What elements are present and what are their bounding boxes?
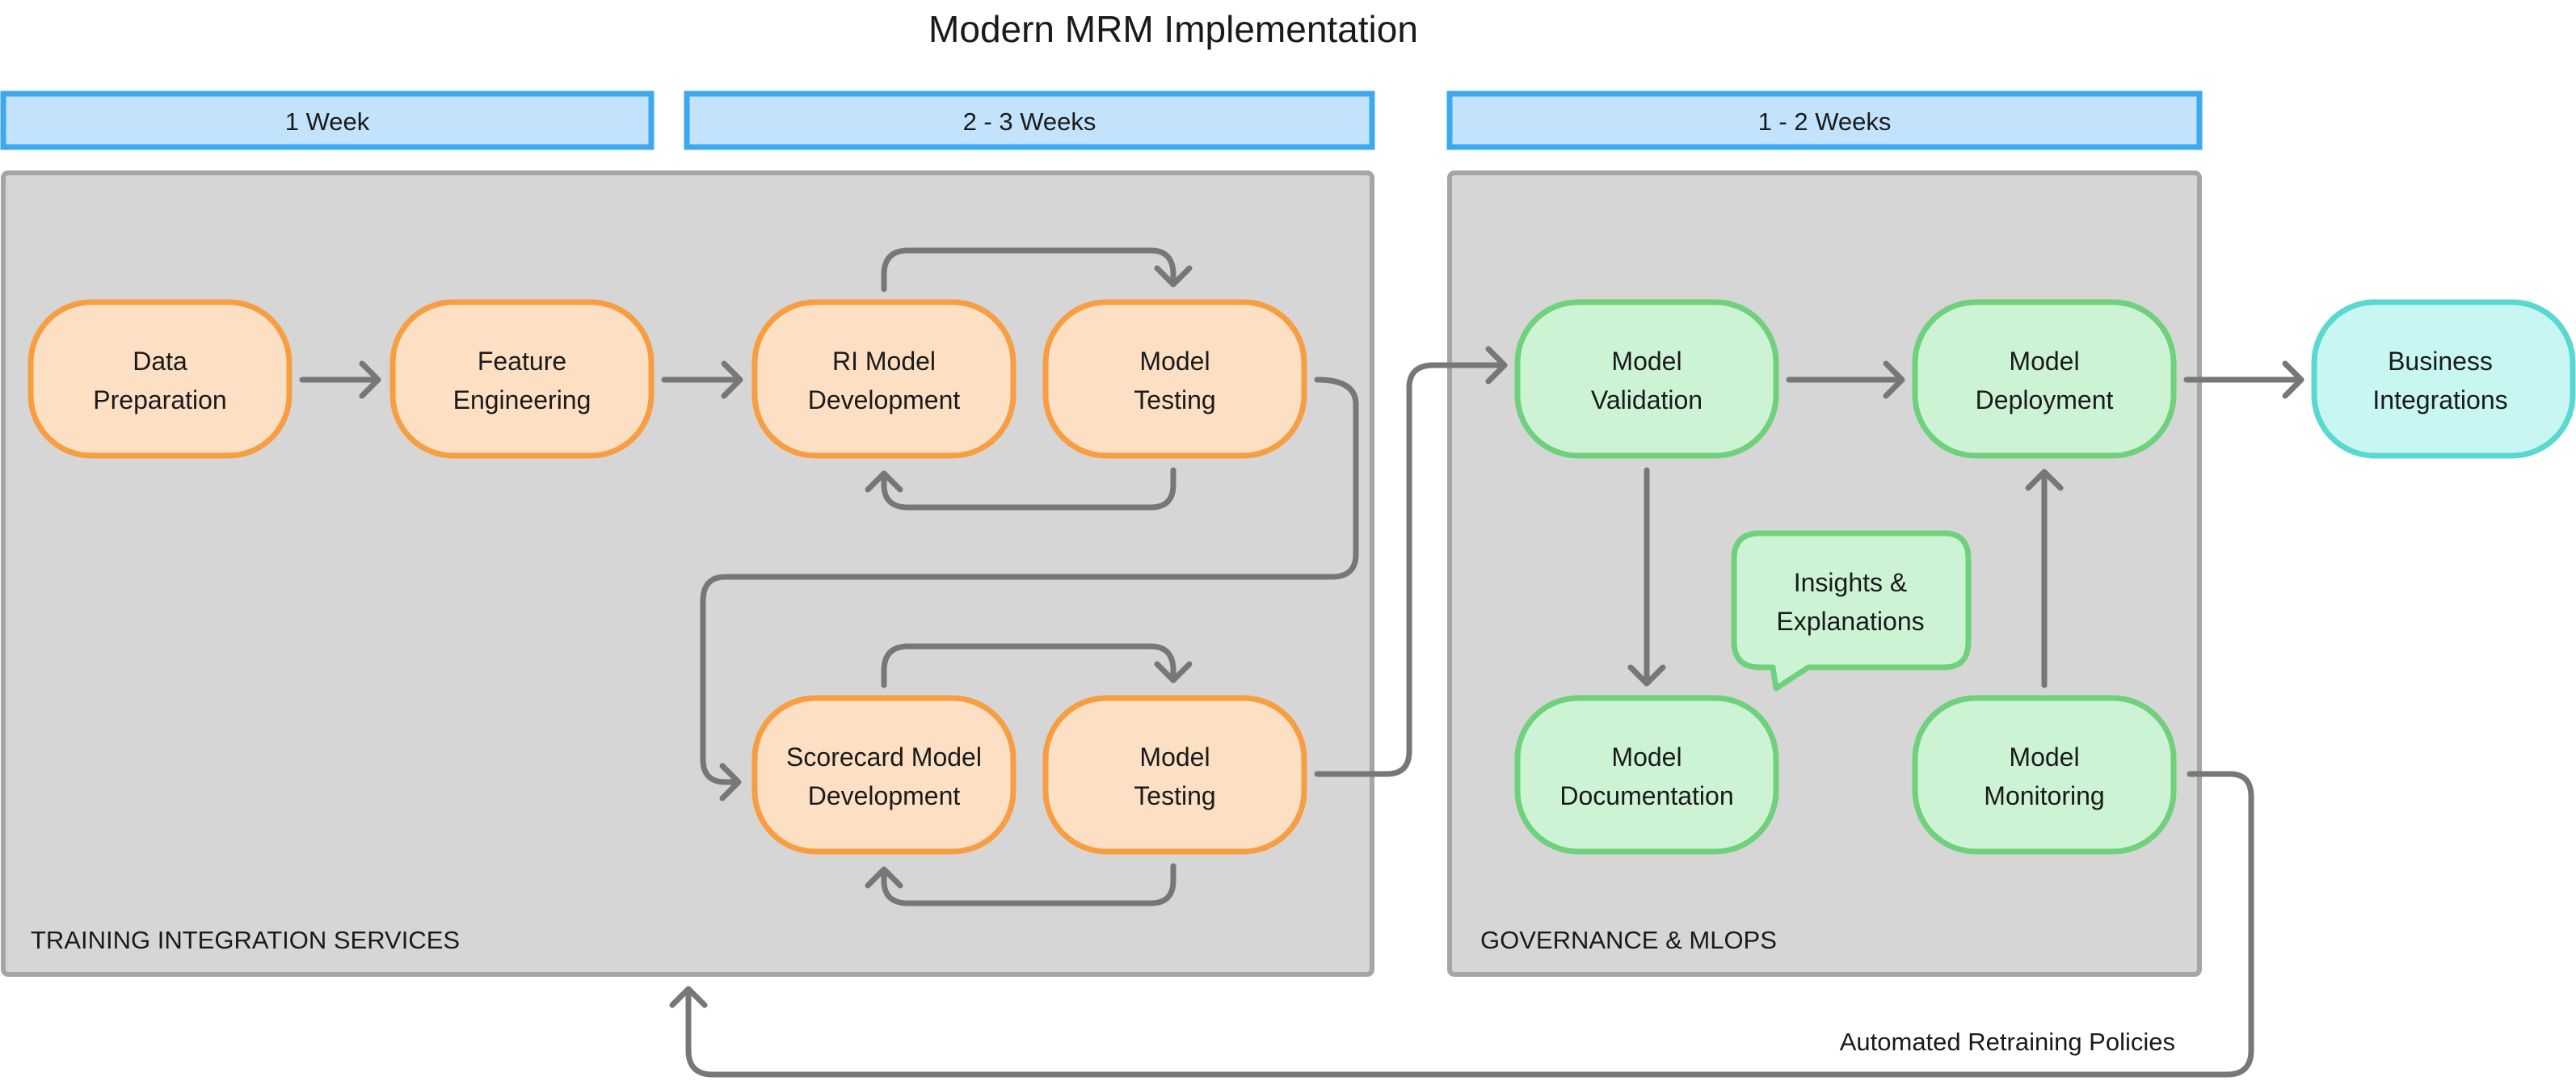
arrow-scorecard-to-testing-loop <box>881 643 1193 688</box>
diagram-title: Modern MRM Implementation <box>928 8 1418 50</box>
node-feature-engineering-box[interactable] <box>389 299 655 459</box>
node-label-line: Model <box>1611 347 1682 376</box>
timeline-band-3-label: 1 - 2 Weeks <box>1758 107 1892 136</box>
node-business-integrations-box[interactable] <box>2311 299 2576 459</box>
node-label-line: Development <box>808 781 961 810</box>
node-ri-model-development-box[interactable] <box>751 299 1017 459</box>
node-data-preparation-box[interactable] <box>27 299 293 459</box>
speech-bubble-icon[interactable] <box>1731 530 1972 692</box>
section-training-box <box>1 170 1374 977</box>
node-label-line: Explanations <box>1776 607 1924 636</box>
arrow-testing-to-validation <box>1314 346 1508 777</box>
node-label-line: Model <box>2009 742 2079 772</box>
node-label-line: Testing <box>1134 385 1215 414</box>
retraining-label: Automated Retraining Policies <box>1840 1028 2175 1056</box>
node-label-line: Engineering <box>453 385 591 414</box>
arrow-feature-to-ri-dev <box>661 360 743 399</box>
arrow-testing-to-scorecard <box>700 376 1359 801</box>
node-label-line: Insights & <box>1794 568 1908 597</box>
node-label-line: Model <box>1139 742 1210 772</box>
node-label-line: Data <box>133 347 187 376</box>
node-model-testing-1-box[interactable] <box>1042 299 1307 459</box>
arrow-monitoring-to-deployment <box>2025 469 2064 688</box>
node-model-deployment[interactable]: Model Deployment <box>1912 299 2177 459</box>
node-data-preparation[interactable]: Data Preparation <box>27 299 293 459</box>
node-label-line: Model <box>1611 742 1682 772</box>
node-label-line: Deployment <box>1976 385 2114 414</box>
node-feature-engineering[interactable]: Feature Engineering <box>389 299 655 459</box>
timeline-band-1-box <box>0 90 655 150</box>
node-model-documentation-box[interactable] <box>1514 695 1779 855</box>
arrow-deployment-to-business <box>2183 360 2305 399</box>
node-insights-explanations[interactable]: Insights & Explanations <box>1731 530 1972 692</box>
node-label-line: Documentation <box>1559 781 1733 810</box>
timeline-band-1-label: 1 Week <box>285 107 370 136</box>
arrow-testing-to-ri-dev-loop <box>865 467 1176 511</box>
section-training: TRAINING INTEGRATION SERVICES <box>1 170 1374 977</box>
node-label-line: Scorecard Model <box>786 742 982 772</box>
section-training-label: TRAINING INTEGRATION SERVICES <box>31 926 460 954</box>
node-model-validation[interactable]: Model Validation <box>1514 299 1779 459</box>
node-label-line: Validation <box>1591 385 1703 414</box>
node-model-testing-2-box[interactable] <box>1042 695 1307 855</box>
node-label-line: Integrations <box>2372 385 2507 414</box>
arrow-dataprep-to-feature <box>299 360 381 399</box>
node-business-integrations[interactable]: Business Integrations <box>2311 299 2576 459</box>
node-model-monitoring[interactable]: Model Monitoring <box>1912 695 2177 855</box>
node-label-line: Model <box>1139 347 1210 376</box>
node-label-line: Testing <box>1134 781 1215 810</box>
node-label-line: Preparation <box>93 385 226 414</box>
node-label-line: Feature <box>478 347 566 376</box>
timeline-band-1: 1 Week <box>0 90 655 150</box>
section-governance-label: GOVERNANCE & MLOPS <box>1480 926 1777 954</box>
node-scorecard-model-development-box[interactable] <box>751 695 1017 855</box>
node-label-line: Business <box>2388 347 2493 376</box>
arrow-retraining-loop <box>669 771 2254 1078</box>
node-scorecard-model-development[interactable]: Scorecard Model Development <box>751 695 1017 855</box>
timeline-band-3-box <box>1446 90 2203 150</box>
timeline-band-3: 1 - 2 Weeks <box>1446 90 2203 150</box>
arrow-validation-to-documentation <box>1627 467 1666 687</box>
connectors <box>299 247 2305 1078</box>
node-model-deployment-box[interactable] <box>1912 299 2177 459</box>
timeline-band-2-label: 2 - 3 Weeks <box>963 107 1096 136</box>
arrow-validation-to-deployment <box>1786 360 1905 399</box>
node-model-testing-2[interactable]: Model Testing <box>1042 695 1307 855</box>
node-model-testing-1[interactable]: Model Testing <box>1042 299 1307 459</box>
arrow-ri-dev-to-testing-loop <box>881 247 1193 292</box>
timeline-band-2: 2 - 3 Weeks <box>684 90 1375 150</box>
node-model-documentation[interactable]: Model Documentation <box>1514 695 1779 855</box>
arrow-testing-to-scorecard-loop <box>865 863 1176 906</box>
node-model-monitoring-box[interactable] <box>1912 695 2177 855</box>
node-label-line: Model <box>2009 347 2079 376</box>
node-ri-model-development[interactable]: RI Model Development <box>751 299 1017 459</box>
timeline-band-2-box <box>684 90 1375 150</box>
node-label-line: Development <box>808 385 961 414</box>
node-model-validation-box[interactable] <box>1514 299 1779 459</box>
node-label-line: RI Model <box>832 347 936 376</box>
node-label-line: Monitoring <box>1984 781 2104 810</box>
